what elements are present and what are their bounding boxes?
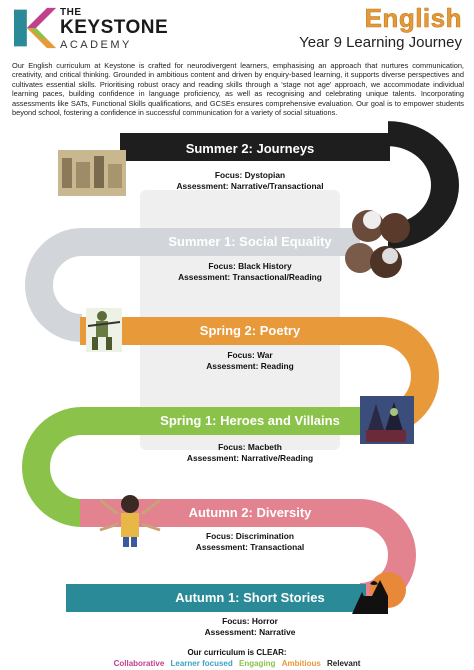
logo-academy: ACADEMY bbox=[60, 39, 132, 51]
logo-name: KEYSTONE bbox=[60, 17, 169, 38]
stage-assessment-spring-2: Assessment: Reading bbox=[206, 361, 294, 371]
logo-the: THE bbox=[60, 7, 82, 18]
band-autumn-1 bbox=[66, 584, 366, 612]
clear-word-collaborative: Collaborative bbox=[113, 659, 165, 668]
clear-word-ambitious: Ambitious bbox=[281, 659, 321, 668]
stage-title-summer-2: Summer 2: Journeys bbox=[185, 141, 315, 156]
stage-focus-autumn-1: Focus: Horror bbox=[222, 616, 278, 626]
stage-focus-spring-2: Focus: War bbox=[227, 350, 273, 360]
band-spring-1 bbox=[80, 407, 380, 435]
curriculum-clear-note: Our curriculum is CLEAR: bbox=[187, 648, 287, 657]
city-ruins-icon bbox=[58, 150, 126, 196]
haunted-house-icon bbox=[352, 572, 406, 614]
band-summer-1 bbox=[80, 228, 360, 256]
clear-values-row: Collaborative Learner focused Engaging A… bbox=[0, 659, 474, 668]
curve-summer-1 bbox=[25, 228, 83, 342]
stage-title-autumn-2: Autumn 2: Diversity bbox=[188, 505, 312, 520]
stage-title-autumn-1: Autumn 1: Short Stories bbox=[175, 590, 325, 605]
elders-portrait-icon bbox=[345, 210, 410, 278]
keystone-logo-icon bbox=[14, 7, 57, 49]
clear-word-relevant: Relevant bbox=[327, 659, 361, 668]
stage-assessment-autumn-2: Assessment: Transactional bbox=[195, 542, 305, 552]
stage-focus-autumn-2: Focus: Discrimination bbox=[206, 531, 294, 541]
journey-subtitle: Year 9 Learning Journey bbox=[299, 34, 462, 51]
stage-assessment-spring-1: Assessment: Narrative/Reading bbox=[186, 453, 314, 463]
clear-word-learner-focused: Learner focused bbox=[170, 659, 233, 668]
stage-assessment-autumn-1: Assessment: Narrative bbox=[204, 627, 296, 637]
stage-title-spring-2: Spring 2: Poetry bbox=[199, 323, 301, 338]
stage-focus-spring-1: Focus: Macbeth bbox=[218, 442, 282, 452]
stage-title-spring-1: Spring 1: Heroes and Villains bbox=[160, 413, 340, 428]
clear-word-engaging: Engaging bbox=[239, 659, 276, 668]
band-summer-2 bbox=[120, 133, 390, 161]
stage-title-summer-1: Summer 1: Social Equality bbox=[168, 234, 332, 249]
witches-icon bbox=[360, 396, 414, 444]
intro-paragraph: Our English curriculum at Keystone is cr… bbox=[12, 61, 464, 118]
curve-spring-1 bbox=[22, 407, 83, 527]
student-icon bbox=[99, 495, 161, 547]
soldier-icon bbox=[86, 308, 122, 352]
curve-summer-2 bbox=[387, 121, 459, 249]
band-spring-2 bbox=[80, 317, 380, 345]
stage-focus-summer-1: Focus: Black History bbox=[208, 261, 292, 271]
subject-title: English bbox=[364, 3, 462, 34]
stage-assessment-summer-2: Assessment: Narrative/Transactional bbox=[176, 181, 324, 191]
stage-focus-summer-2: Focus: Dystopian bbox=[214, 170, 286, 180]
stage-assessment-summer-1: Assessment: Transactional/Reading bbox=[178, 272, 322, 282]
